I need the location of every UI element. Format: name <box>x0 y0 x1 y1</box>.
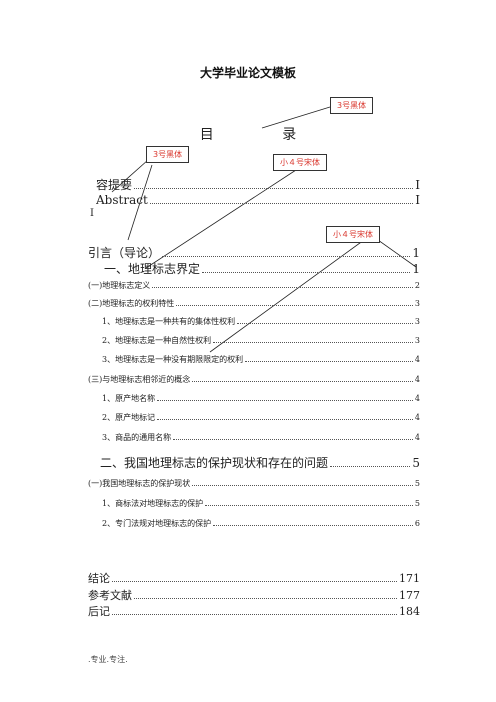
callout-font-note-2: 3号黑体 <box>146 146 190 163</box>
toc-heading: 目 录 <box>199 127 329 143</box>
page-title: 大学毕业论文模板 <box>199 66 296 80</box>
callout-font-note-1: 3号黑体 <box>330 97 374 114</box>
toc-entry-introduction[interactable]: 引言（导论）1 <box>88 246 420 260</box>
footer-text: .专业.专注. <box>88 655 128 664</box>
stray-page-number: I <box>90 208 94 219</box>
callout-font-note-4: 小４号宋体 <box>326 226 380 243</box>
callout-font-note-3: 小４号宋体 <box>273 154 327 171</box>
